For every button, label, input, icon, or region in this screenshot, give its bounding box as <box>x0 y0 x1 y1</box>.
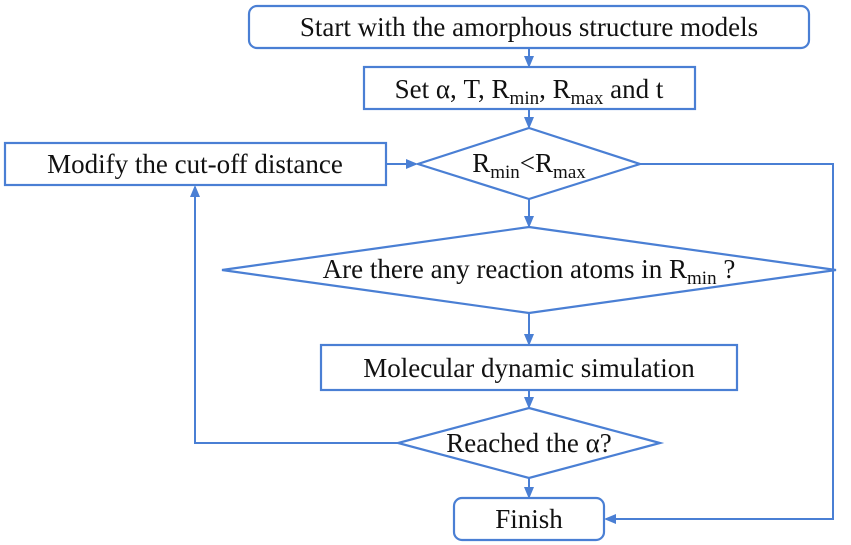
set-params-mid: , R <box>539 74 571 104</box>
set-params-prefix: Set α, T, R <box>395 74 510 104</box>
set-params-sub-min: min <box>510 88 540 109</box>
modify-cutoff-label: Modify the cut-off distance <box>47 149 343 179</box>
reached-alpha-decision: Reached the α? <box>393 406 665 480</box>
decision1-r: R <box>472 148 490 178</box>
reaction-atoms-label: Are there any reaction atoms in Rmin ? <box>323 254 736 289</box>
decision2-prefix: Are there any reaction atoms in R <box>323 254 687 284</box>
md-simulation-node: Molecular dynamic simulation <box>319 343 739 392</box>
edge-decision1-to-finish <box>604 163 834 524</box>
modify-cutoff-node: Modify the cut-off distance <box>3 141 388 187</box>
decision2-suffix: ? <box>717 254 736 284</box>
set-params-sub-max: max <box>571 88 604 109</box>
set-params-node: Set α, T, Rmin, Rmax and t <box>362 65 697 111</box>
start-label: Start with the amorphous structure model… <box>300 12 758 42</box>
decision1-op: <R <box>520 148 553 178</box>
reached-alpha-label: Reached the α? <box>446 428 612 458</box>
finish-label: Finish <box>495 504 563 534</box>
rmin-lt-rmax-decision: Rmin<Rmax <box>414 126 644 201</box>
start-node: Start with the amorphous structure model… <box>247 4 811 50</box>
decision1-sub-min: min <box>490 162 520 183</box>
md-simulation-label: Molecular dynamic simulation <box>363 353 695 383</box>
decision1-sub-max: max <box>553 162 586 183</box>
edge-decision3-to-modify <box>190 185 398 444</box>
set-params-suffix: and t <box>603 74 663 104</box>
set-params-label: Set α, T, Rmin, Rmax and t <box>395 74 664 109</box>
rmin-lt-rmax-label: Rmin<Rmax <box>472 148 586 183</box>
decision2-sub-min: min <box>687 268 717 289</box>
reaction-atoms-decision: Are there any reaction atoms in Rmin ? <box>221 225 837 315</box>
finish-node: Finish <box>452 496 606 542</box>
